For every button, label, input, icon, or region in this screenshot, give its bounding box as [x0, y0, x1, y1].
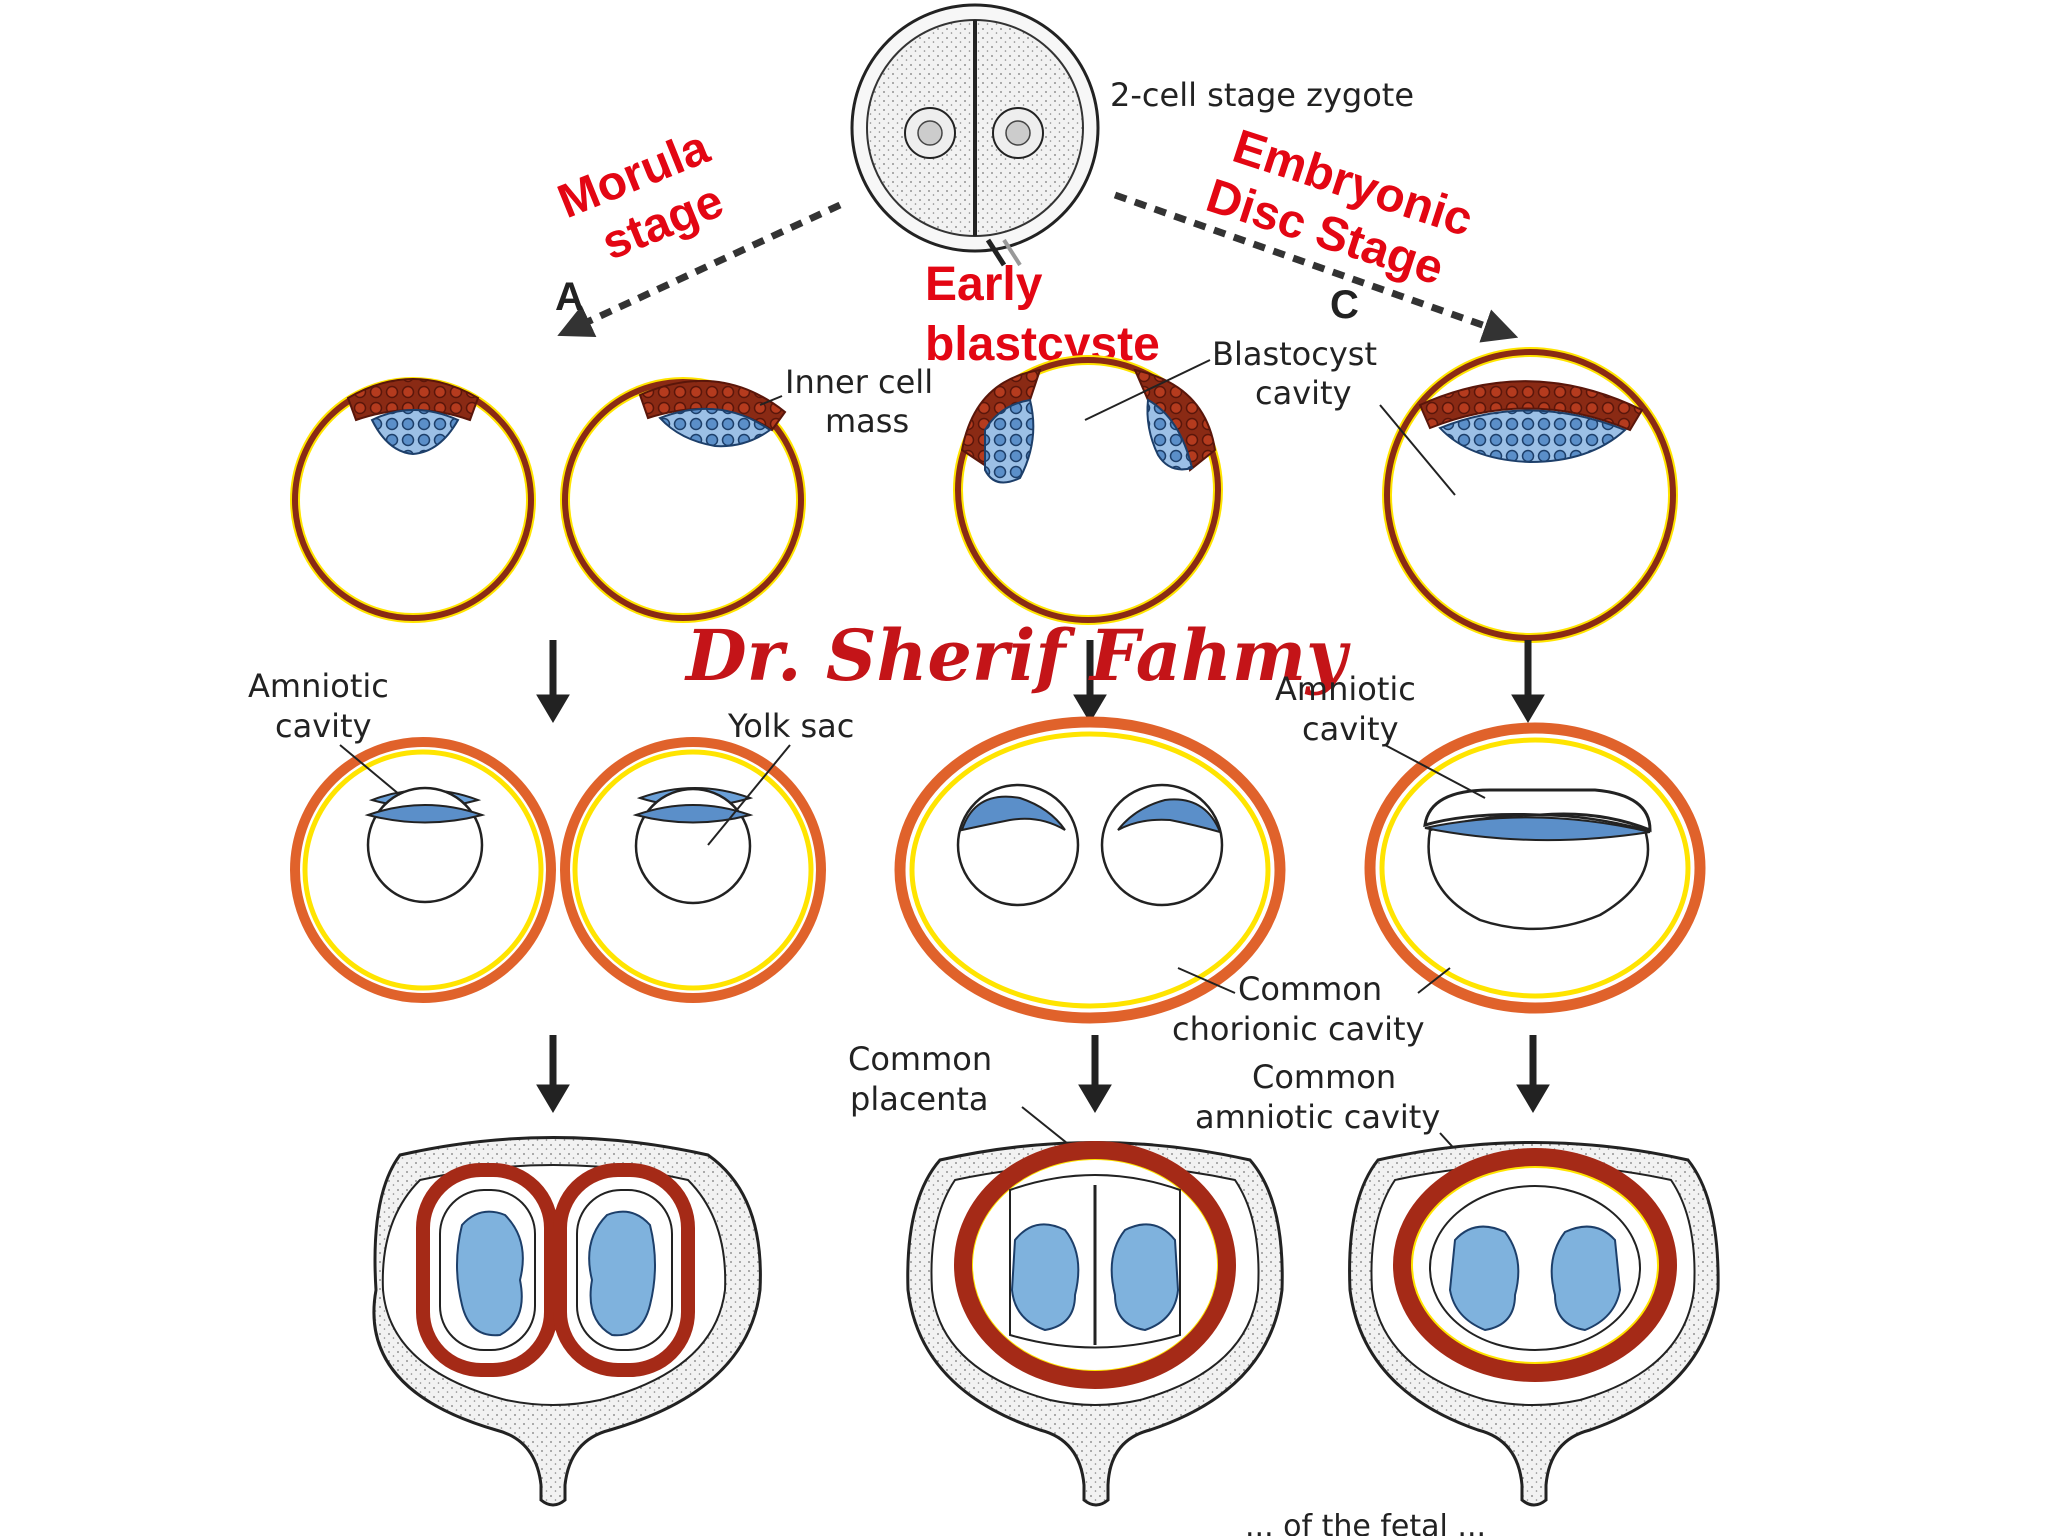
path-b-marker: [985, 238, 1022, 267]
label-yolk-sac: Yolk sac: [727, 707, 854, 745]
annotation-early-1: Early: [925, 258, 1043, 311]
label-inner-cell-2: mass: [825, 402, 909, 440]
zygote-label: 2-cell stage zygote: [1110, 76, 1414, 114]
label-amniotic-left-1: Amniotic: [248, 667, 389, 705]
chorion-c: [1364, 722, 1706, 1014]
label-common-placenta-1: Common: [848, 1040, 992, 1078]
label-blastocyst-1: Blastocyst: [1212, 335, 1377, 373]
label-common-placenta-2: placenta: [850, 1080, 989, 1118]
label-amniotic-left-2: cavity: [275, 707, 372, 745]
path-letter-a: A: [555, 275, 584, 319]
signature: Dr. Sherif Fahmy: [684, 614, 1351, 697]
path-letter-c: C: [1330, 283, 1359, 327]
label-inner-cell-1: Inner cell: [785, 363, 933, 401]
chorion-a1: [290, 737, 556, 1003]
label-blastocyst-2: cavity: [1255, 374, 1352, 412]
uterus-a: [372, 1136, 762, 1507]
down-arrows-row2: [536, 1035, 1550, 1113]
uterus-b: [906, 1141, 1284, 1507]
blastocyst-a1: [290, 377, 536, 623]
label-common-chorionic-2: chorionic cavity: [1172, 1010, 1425, 1048]
label-amniotic-right-2: cavity: [1302, 710, 1399, 748]
label-common-amniotic-2: amniotic cavity: [1195, 1098, 1440, 1136]
blastocyst-b: [953, 355, 1223, 625]
blastocyst-c: [1382, 347, 1678, 643]
label-common-amniotic-1: Common: [1252, 1058, 1396, 1096]
path-a-arrow: [557, 201, 842, 338]
chorion-a2: [560, 737, 826, 1003]
uterus-c: [1348, 1141, 1720, 1507]
chorion-b: [894, 716, 1286, 1024]
zygote: [850, 3, 1100, 253]
path-c-arrow: [1113, 191, 1519, 343]
label-amniotic-right-1: Amniotic: [1275, 670, 1416, 708]
footer-fragment: ... of the fetal ...: [1245, 1509, 1486, 1536]
down-arrows-row1: [536, 640, 1545, 723]
blastocyst-a2: [560, 377, 806, 623]
label-common-chorionic-1: Common: [1238, 970, 1382, 1008]
